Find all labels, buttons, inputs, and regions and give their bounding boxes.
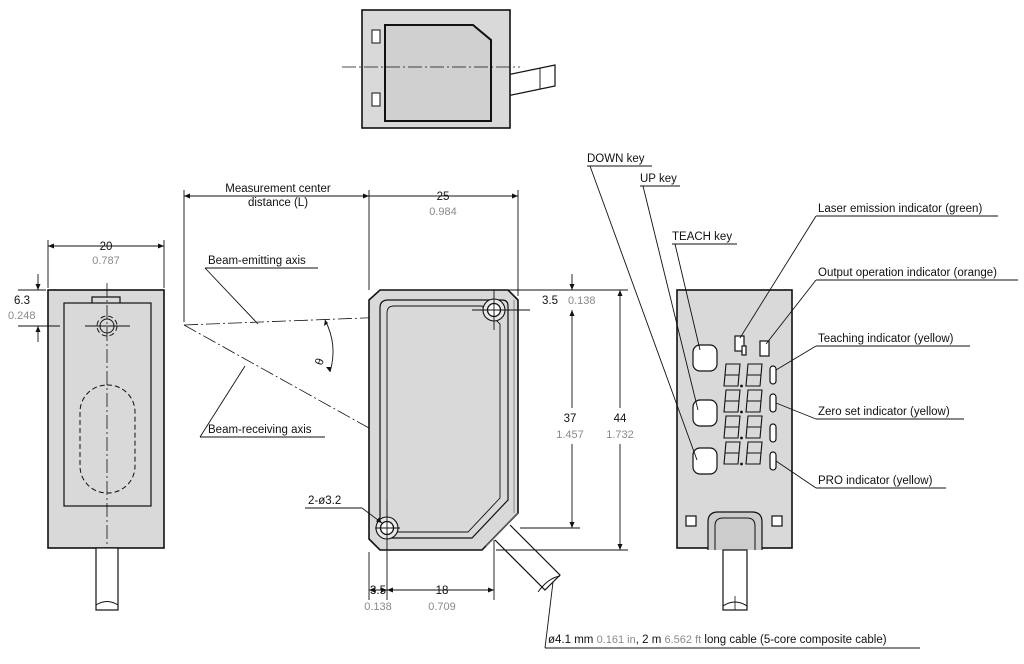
bottom-offset-mm: 3.5 (370, 585, 386, 597)
front-top-mm: 6.3 (14, 295, 30, 307)
teach-key-label: TEACH key (672, 231, 732, 243)
front-view: 20 0.787 6.3 0.248 (8, 240, 165, 612)
hole-pitch-h-mm: 18 (436, 585, 449, 597)
side-view: 25 0.984 3.5 0.138 37 1.457 44 1.732 2-ø… (305, 190, 638, 649)
decimal-point (740, 436, 743, 440)
hole-offset-mm: 3.5 (542, 295, 558, 307)
height-mm: 44 (614, 413, 627, 425)
teaching-indicator-led (769, 365, 777, 385)
laser-indicator-label: Laser emission indicator (green) (818, 203, 982, 215)
output-indicator-led (759, 340, 770, 357)
up-key-label: UP key (640, 173, 677, 185)
decimal-point (740, 410, 743, 414)
pro-indicator-label: PRO indicator (yellow) (818, 475, 933, 487)
segment-display (723, 363, 763, 466)
beam-emitting-label: Beam-emitting axis (208, 255, 306, 267)
front-top-in: 0.248 (8, 310, 36, 322)
hole-diameter: 2-ø3.2 (308, 495, 341, 507)
beam-receiving-label: Beam-receiving axis (208, 424, 312, 436)
callouts: DOWN key UP key TEACH key Laser emission… (587, 153, 1018, 489)
segment-digit (745, 441, 763, 465)
cable-spec: ø4.1 mm 0.161 in, 2 m 6.562 ft long cabl… (548, 634, 887, 646)
height-in: 1.732 (606, 429, 634, 441)
decimal-point (740, 462, 743, 466)
segment-digit (745, 363, 763, 387)
segment-digit (723, 415, 741, 439)
measurement-center-label: Measurement center (225, 183, 331, 195)
up-key-button (692, 399, 718, 427)
hole-pitch-v-mm: 37 (564, 413, 577, 425)
front-width-mm: 20 (100, 241, 113, 253)
side-width-mm: 25 (437, 191, 450, 203)
zero-set-indicator-label: Zero set indicator (yellow) (818, 406, 950, 418)
hole-offset-in: 0.138 (568, 295, 596, 307)
segment-digit (723, 441, 741, 465)
measurement-distance-label: distance (L) (248, 197, 308, 209)
segment-digit (723, 363, 741, 387)
down-key-label: DOWN key (587, 153, 645, 165)
side-width-in: 0.984 (429, 206, 457, 218)
down-key-button (692, 447, 718, 475)
laser-indicator-led (734, 335, 745, 352)
teach-key-button (692, 344, 718, 372)
theta-label: θ (314, 357, 327, 367)
segment-digit (745, 415, 763, 439)
zero-set-indicator-led (769, 393, 777, 413)
pro-indicator-led (769, 451, 777, 471)
beam-axes: Measurement center distance (L) θ Beam-e… (183, 183, 493, 438)
control-panel-view (676, 289, 793, 612)
segment-digit (723, 389, 741, 413)
front-width-in: 0.787 (92, 255, 120, 267)
teaching-indicator-label: Teaching indicator (yellow) (818, 333, 954, 345)
bottom-offset-in: 0.138 (364, 601, 392, 613)
output-indicator-label: Output operation indicator (orange) (818, 267, 997, 279)
hole-pitch-h-in: 0.709 (428, 601, 456, 613)
hole-pitch-v-in: 1.457 (556, 429, 584, 441)
segment-digit (745, 389, 763, 413)
top-view (342, 9, 556, 129)
decimal-point (740, 384, 743, 388)
